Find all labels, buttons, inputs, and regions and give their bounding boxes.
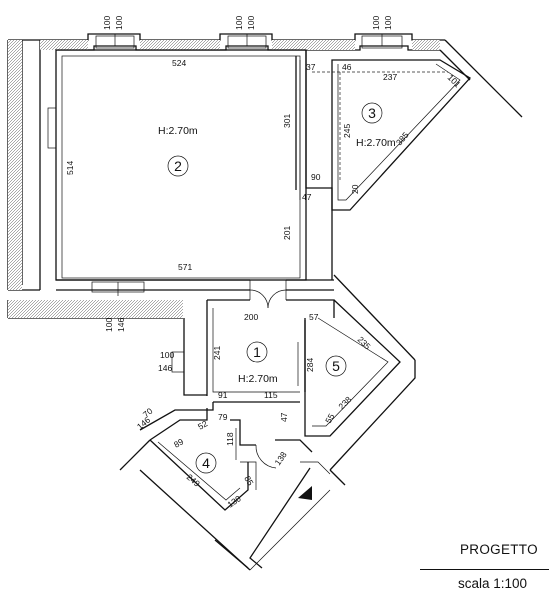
room-1-height: H:2.70m bbox=[238, 373, 278, 385]
dim-room4-85: 85 bbox=[242, 474, 256, 487]
dim-room3-101: 101 bbox=[446, 72, 463, 89]
room-2-label: H:2.70m 2 bbox=[158, 125, 198, 177]
room-4-walls bbox=[139, 402, 331, 511]
room-1-label: 1 H:2.70m bbox=[238, 341, 278, 385]
top-mid-opening-a: 100 bbox=[234, 16, 244, 30]
dim-room1-top: 200 bbox=[244, 312, 258, 322]
dim-room1-115: 115 bbox=[264, 390, 278, 400]
room-5-number: 5 bbox=[332, 358, 340, 374]
dim-room2-left: 514 bbox=[65, 161, 75, 175]
top-left-opening-a: 100 bbox=[102, 16, 112, 30]
dim-room2-top: 524 bbox=[172, 58, 186, 68]
top-mid-opening-b: 100 bbox=[246, 16, 256, 30]
dim-room3-top: 237 bbox=[383, 72, 397, 82]
room-3-walls bbox=[312, 34, 472, 211]
dim-room5-55: 55 bbox=[323, 412, 337, 425]
dim-room3-46: 46 bbox=[342, 62, 352, 72]
room-1-number: 1 bbox=[253, 344, 261, 360]
entrance-arrow-icon bbox=[298, 486, 312, 500]
room-3-height: H:2.70m bbox=[356, 137, 396, 149]
dim-room1-57: 57 bbox=[309, 312, 319, 322]
dim-room3-20: 20 bbox=[350, 184, 360, 194]
dim-room4-89: 89 bbox=[172, 436, 185, 450]
plan-scale: scala 1:100 bbox=[458, 576, 528, 591]
dim-room2-right-lower: 201 bbox=[282, 226, 292, 240]
dim-room2-bottom: 571 bbox=[178, 262, 192, 272]
room-2-number: 2 bbox=[174, 158, 182, 174]
room-2-walls bbox=[47, 34, 334, 296]
title-divider bbox=[420, 569, 549, 570]
side-opening-b: 146 bbox=[158, 363, 172, 373]
plan-title: PROGETTO bbox=[460, 542, 538, 557]
dim-room1-right: 284 bbox=[305, 358, 315, 372]
dim-room2-right-upper: 301 bbox=[282, 114, 292, 128]
dim-room3-left: 245 bbox=[342, 124, 352, 138]
top-right-opening-b: 100 bbox=[383, 16, 393, 30]
room-5-label: 5 bbox=[325, 355, 347, 377]
room-5-walls bbox=[304, 299, 401, 437]
dim-room1-47: 47 bbox=[279, 412, 289, 422]
bottom-opening-b: 146 bbox=[116, 318, 126, 332]
room-4-number: 4 bbox=[202, 455, 210, 471]
dim-room4-138: 138 bbox=[272, 450, 288, 468]
dim-room3-37: 37 bbox=[306, 62, 316, 72]
dim-room3-diag: 385 bbox=[394, 130, 411, 148]
side-opening-a: 100 bbox=[160, 350, 174, 360]
dim-room4-79: 79 bbox=[218, 412, 228, 422]
title-block: PROGETTO scala 1:100 bbox=[420, 536, 549, 600]
dim-room2-step-a: 90 bbox=[311, 172, 321, 182]
room-4-label: 4 bbox=[195, 452, 217, 474]
dim-room1-left: 241 bbox=[212, 346, 222, 360]
room-2-height: H:2.70m bbox=[158, 125, 198, 137]
room-3-number: 3 bbox=[368, 105, 376, 121]
wall-dimension-labels: 100 100 100 100 100 100 100 146 100 146 … bbox=[102, 16, 393, 432]
top-right-opening-a: 100 bbox=[371, 16, 381, 30]
dim-room4-118: 118 bbox=[225, 432, 235, 446]
dim-room2-step-b: 47 bbox=[302, 192, 312, 202]
dim-room4-52: 52 bbox=[196, 418, 209, 432]
dim-room5-bottom: 238 bbox=[336, 394, 353, 411]
exterior-walls bbox=[7, 33, 523, 571]
bottom-opening-a: 100 bbox=[104, 318, 114, 332]
room-dimensions: 524 514 301 201 571 90 47 37 46 237 101 … bbox=[65, 58, 463, 510]
dim-room5-top: 235 bbox=[356, 334, 373, 351]
top-left-opening-b: 100 bbox=[114, 16, 124, 30]
dim-room1-91: 91 bbox=[218, 390, 228, 400]
room-3-label: 3 H:2.70m bbox=[356, 102, 396, 149]
